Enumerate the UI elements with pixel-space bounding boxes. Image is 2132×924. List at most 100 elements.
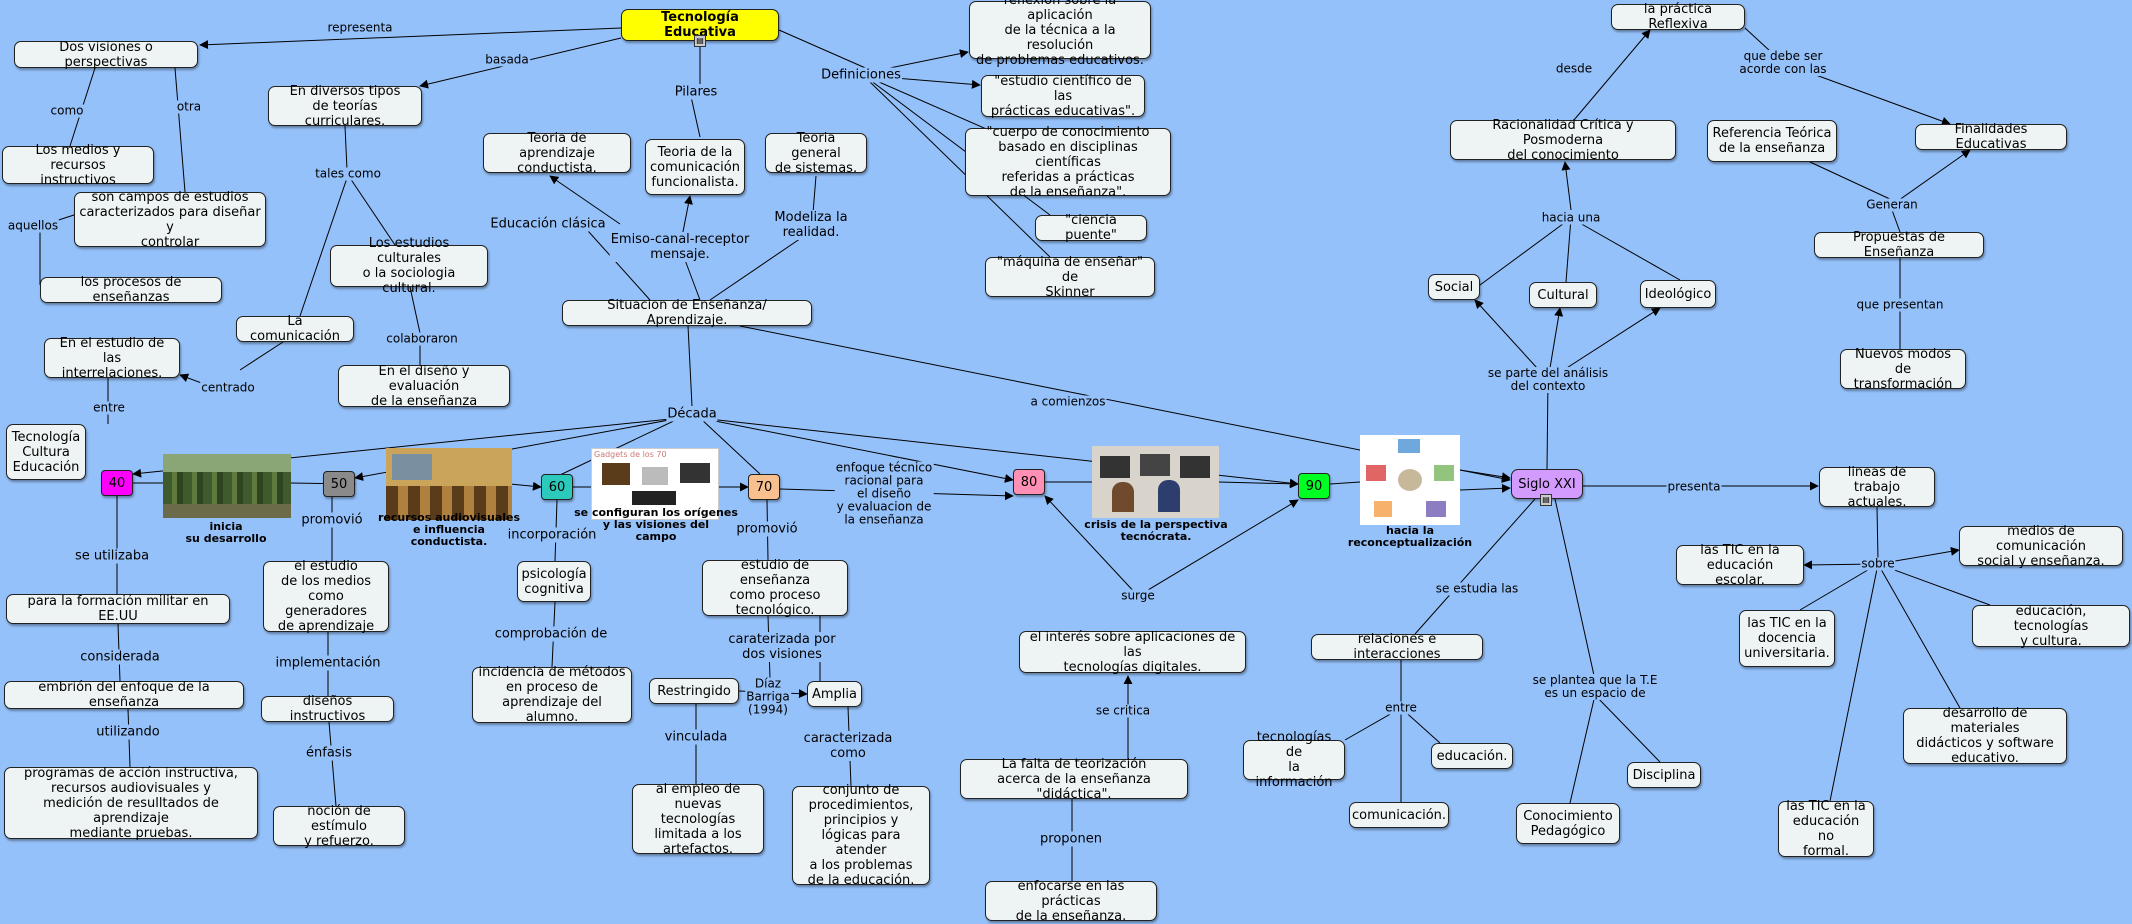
node-tic-no-formal[interactable]: las TIC en la educación no formal.	[1778, 799, 1874, 859]
node-definicion-3[interactable]: "cuerpo de conocimiento basado en discip…	[965, 125, 1171, 200]
node-decade-90[interactable]: 90	[1298, 473, 1330, 499]
node-nocion[interactable]: noción de estímulo y refuerzo.	[273, 804, 405, 849]
connector-line	[1546, 379, 1549, 470]
link-label: entre	[1384, 700, 1418, 715]
connector-line	[239, 341, 284, 371]
link-label: hacia una	[1540, 210, 1602, 225]
node-dos-visiones[interactable]: Dos visiones o perspectivas	[14, 40, 198, 70]
node-diseno-evaluacion[interactable]: En el diseño y evaluación de la enseñanz…	[338, 364, 510, 409]
node-diversos-tipos[interactable]: En diversos tipos de teorías curriculare…	[268, 84, 422, 129]
node-incidencia[interactable]: incidencia de métodos en proceso de apre…	[472, 665, 632, 725]
node-referencia[interactable]: Referencia Teórica de la enseñanza	[1707, 120, 1837, 162]
link-label: comprobación de	[493, 626, 609, 642]
node-empleo[interactable]: al empleo de nuevas tecnologías limitada…	[632, 782, 764, 857]
node-psicologia[interactable]: psicología cognitiva	[517, 561, 591, 602]
node-embrion[interactable]: embrión del enfoque de la enseñanza	[4, 680, 244, 710]
node-racionalidad[interactable]: Racionalidad Crítica y Posmoderna del co…	[1450, 118, 1676, 163]
connector-line	[1414, 498, 1536, 635]
node-decade-80[interactable]: 80	[1013, 469, 1045, 495]
node-interrelaciones[interactable]: En el estudio de las interrelaciones.	[44, 336, 180, 381]
gadgets-image: Gadgets de los 70	[591, 448, 719, 520]
connector-line	[299, 177, 348, 317]
node-situacion[interactable]: Situacion de Enseñanza/ Aprendizaje.	[562, 298, 812, 328]
link-label: aquellos	[6, 218, 60, 233]
node-conocimiento-pedagogico[interactable]: Conocimiento Pedagógico	[1516, 803, 1620, 844]
link-label: se utilizaba	[73, 548, 151, 564]
node-enfocarse[interactable]: enfocarse en las prácticas de la enseñan…	[985, 879, 1157, 924]
connector-line	[1573, 29, 1651, 121]
connector-line	[778, 29, 871, 71]
node-educacion[interactable]: educación.	[1431, 743, 1513, 769]
node-formacion-militar[interactable]: para la formación militar en EE.UU	[6, 594, 230, 624]
node-lineas-trabajo[interactable]: lineas de trabajo actuales.	[1819, 465, 1935, 510]
node-falta[interactable]: La falta de teorización acerca de la ens…	[960, 757, 1188, 802]
node-tic-escolar[interactable]: las TIC en la educación escolar.	[1676, 543, 1804, 588]
connector-line	[1799, 563, 1879, 611]
node-procesos[interactable]: los procesos de enseñanzas	[40, 275, 222, 305]
node-definicion-1[interactable]: reflexion sobre la aplicación de la técn…	[969, 0, 1151, 68]
link-label: promovió	[300, 512, 364, 528]
link-label: colaboraron	[385, 331, 459, 346]
node-tecnologia-cultura-educacion[interactable]: Tecnología Cultura Educación	[6, 424, 86, 480]
connector-line	[684, 259, 701, 301]
connector-line	[709, 231, 811, 301]
image-caption: se configuran los orígenes y las visione…	[574, 506, 738, 543]
node-estudio-medios[interactable]: el estudio de los medios como generadore…	[263, 559, 389, 634]
link-label: centrado	[200, 380, 256, 395]
node-propuestas[interactable]: Propuestas de Enseñanza	[1814, 230, 1984, 260]
node-educacion-tecnologias[interactable]: educación, tecnologías y cultura.	[1972, 604, 2130, 649]
node-nuevos-modos[interactable]: Nuevos modos de transformación	[1840, 347, 1966, 392]
node-programas[interactable]: programas de acción instructiva, recurso…	[4, 766, 258, 841]
image-caption: recursos audiovisuales e influencia cond…	[377, 511, 521, 548]
image-caption: crisis de la perspectiva tecnócrata.	[1084, 518, 1228, 543]
node-campos[interactable]: son campos de estudios caracterizados pa…	[74, 190, 266, 250]
gadgets-caption: Gadgets de los 70	[594, 450, 667, 459]
connector-line	[689, 91, 701, 138]
link-label: se estudia las	[1434, 581, 1520, 596]
node-amplia[interactable]: Amplia	[807, 681, 862, 707]
node-definicion-5[interactable]: "máquina de enseñar" de Skinner	[985, 255, 1155, 300]
node-decade-70[interactable]: 70	[748, 474, 780, 500]
node-decade-60[interactable]: 60	[541, 474, 573, 500]
node-disenos-instructivos[interactable]: diseños instructivos	[261, 694, 394, 724]
node-finalidades[interactable]: Finalidades Educativas	[1915, 122, 2067, 152]
node-practica-reflexiva[interactable]: la práctica Reflexiva	[1611, 2, 1745, 32]
node-ideologico[interactable]: Ideológico	[1640, 280, 1716, 308]
node-comunicacion[interactable]: La comunicación	[236, 314, 354, 344]
node-definicion-4[interactable]: "ciencia puente"	[1035, 213, 1147, 243]
node-disciplina[interactable]: Disciplina	[1627, 762, 1701, 788]
link-label: énfasis	[305, 745, 353, 761]
link-label: Emiso-canal-receptor mensaje.	[609, 232, 751, 262]
node-teoria-comunicacion[interactable]: Teoria de la comunicación funcionalista.	[645, 139, 745, 195]
connector-line	[869, 77, 1001, 136]
node-cultural[interactable]: Cultural	[1529, 282, 1597, 308]
link-label: que presentan	[1855, 297, 1945, 312]
node-decade-40[interactable]: 40	[101, 470, 133, 496]
link-label: sobre	[1860, 556, 1896, 571]
node-estudio-ensenanza[interactable]: estudio de enseñanza como proceso tecnol…	[702, 558, 848, 618]
node-decade-50[interactable]: 50	[323, 471, 355, 497]
node-comunicacion-2[interactable]: comunicación.	[1349, 802, 1449, 828]
connector-line	[1474, 299, 1549, 381]
node-interes[interactable]: el interés sobre aplicaciones de las tec…	[1019, 630, 1246, 675]
document-icon[interactable]: ▤	[1540, 494, 1552, 506]
node-desarrollo-materiales[interactable]: desarrollo de materiales didácticos y so…	[1903, 706, 2067, 766]
node-medios-comunicacion[interactable]: medios de comunicación social y enseñanz…	[1959, 524, 2123, 569]
node-restringido[interactable]: Restringido	[649, 678, 739, 704]
node-siglo-xxi[interactable]: Siglo XXI	[1511, 469, 1583, 499]
node-conjunto[interactable]: conjunto de procedimientos, principios y…	[792, 783, 930, 888]
node-definicion-2[interactable]: "estudio científico de las prácticas edu…	[981, 74, 1145, 119]
node-estudios-culturales[interactable]: Los estudios culturales o la sociologia …	[330, 236, 488, 296]
node-medios-recursos[interactable]: Los medios y recursos instructivos	[2, 143, 154, 188]
node-tic-docencia[interactable]: las TIC en la docencia universitaria.	[1739, 610, 1835, 667]
connector-line	[328, 721, 337, 807]
link-label: tales como	[314, 166, 382, 181]
node-social[interactable]: Social	[1428, 274, 1480, 300]
link-label: proponen	[1039, 831, 1103, 847]
node-relaciones[interactable]: relaciones e interacciones	[1311, 632, 1483, 662]
connector-line	[1561, 161, 1572, 211]
node-teoria-conductista[interactable]: Teoria de aprendizaje conductista.	[483, 131, 631, 176]
document-icon[interactable]: ▤	[694, 35, 706, 47]
node-tecnologias-informacion[interactable]: tecnologías de la información	[1243, 730, 1345, 790]
node-teoria-sistemas[interactable]: Teoria general de sistemas.	[765, 131, 867, 176]
